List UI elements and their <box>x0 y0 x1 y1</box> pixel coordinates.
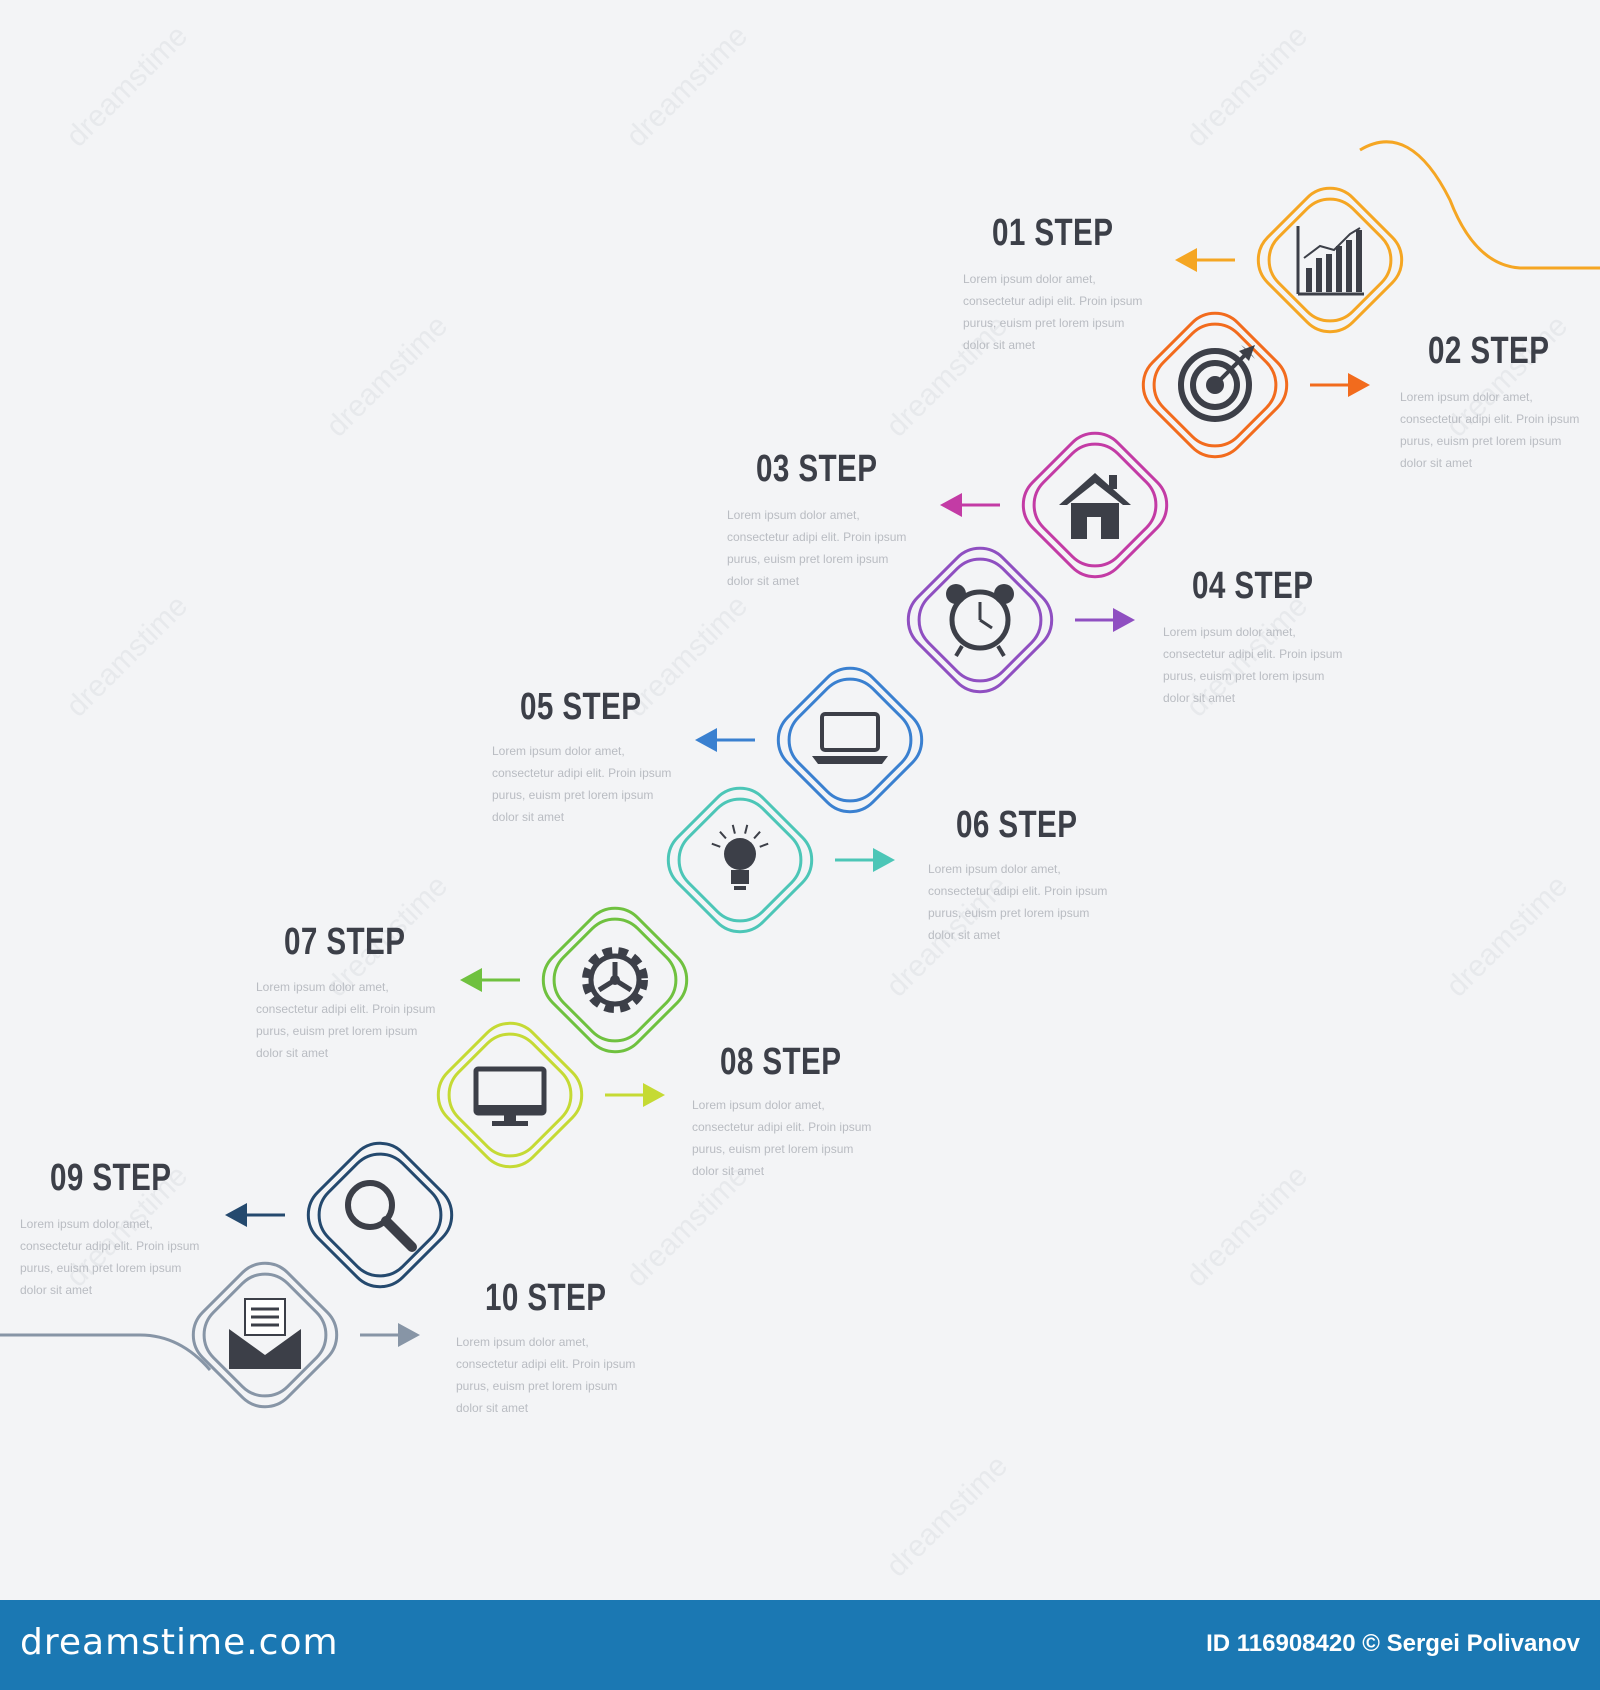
step-arrow-2 <box>1310 373 1370 397</box>
step-outer-frame-8 <box>436 1021 584 1169</box>
step-title-9: 09 STEP <box>50 1157 172 1199</box>
step-node-10[interactable] <box>191 1261 339 1409</box>
step-node-2[interactable] <box>1141 311 1289 459</box>
home-icon <box>1059 473 1131 539</box>
step-arrow-4 <box>1075 608 1135 632</box>
step-node-8[interactable] <box>436 1021 584 1169</box>
exit-line <box>0 1333 212 1371</box>
step-outer-frame-7 <box>541 906 689 1054</box>
step-outer-frame-4 <box>906 546 1054 694</box>
step-outer-frame-5 <box>776 666 924 814</box>
footer-credit: ID 116908420 © Sergei Polivanov <box>1206 1630 1580 1657</box>
step-title-4: 04 STEP <box>1192 565 1314 607</box>
step-description-8: Lorem ipsum dolor amet, consectetur adip… <box>692 1098 872 1178</box>
step-title-8: 08 STEP <box>720 1041 842 1083</box>
step-description-2: Lorem ipsum dolor amet, consectetur adip… <box>1400 390 1580 470</box>
step-node-7[interactable] <box>541 906 689 1054</box>
steps-diagram <box>0 140 1600 1409</box>
step-outer-frame-1 <box>1256 186 1404 334</box>
step-description-7: Lorem ipsum dolor amet, consectetur adip… <box>256 980 436 1060</box>
step-node-5[interactable] <box>776 666 924 814</box>
step-description-1: Lorem ipsum dolor amet, consectetur adip… <box>963 272 1143 352</box>
step-node-1[interactable] <box>1256 186 1404 334</box>
step-arrow-3 <box>940 493 1000 517</box>
step-title-5: 05 STEP <box>520 686 642 728</box>
step-arrow-5 <box>695 728 755 752</box>
step-arrow-1 <box>1175 248 1235 272</box>
step-title-6: 06 STEP <box>956 804 1078 846</box>
bar-chart-icon <box>1296 226 1364 296</box>
step-node-4[interactable] <box>906 546 1054 694</box>
step-arrow-8 <box>605 1083 665 1107</box>
monitor-icon <box>473 1066 547 1126</box>
step-outer-frame-2 <box>1141 311 1289 459</box>
alarm-clock-icon <box>946 584 1014 658</box>
step-description-3: Lorem ipsum dolor amet, consectetur adip… <box>727 508 907 588</box>
magnifier-icon <box>345 1180 417 1252</box>
step-arrow-10 <box>360 1323 420 1347</box>
light-bulb-icon <box>711 824 769 890</box>
step-node-3[interactable] <box>1021 431 1169 579</box>
step-outer-frame-9 <box>306 1141 454 1289</box>
footer-brand[interactable]: dreamstime.com <box>20 1622 339 1663</box>
step-node-6[interactable] <box>666 786 814 934</box>
entry-line <box>1359 140 1600 270</box>
step-outer-frame-3 <box>1021 431 1169 579</box>
step-arrow-6 <box>835 848 895 872</box>
step-description-9: Lorem ipsum dolor amet, consectetur adip… <box>20 1217 200 1297</box>
step-description-6: Lorem ipsum dolor amet, consectetur adip… <box>928 862 1108 942</box>
step-outer-frame-6 <box>666 786 814 934</box>
step-outer-frame-10 <box>191 1261 339 1409</box>
step-node-9[interactable] <box>306 1141 454 1289</box>
laptop-icon <box>812 712 888 764</box>
envelope-icon <box>229 1298 301 1369</box>
step-description-10: Lorem ipsum dolor amet, consectetur adip… <box>456 1335 636 1415</box>
target-icon <box>1178 345 1255 422</box>
step-title-10: 10 STEP <box>485 1277 607 1319</box>
step-title-7: 07 STEP <box>284 921 406 963</box>
step-description-4: Lorem ipsum dolor amet, consectetur adip… <box>1163 625 1343 705</box>
step-arrow-9 <box>225 1203 285 1227</box>
step-title-3: 03 STEP <box>756 448 878 490</box>
step-title-2: 02 STEP <box>1428 330 1550 372</box>
step-arrow-7 <box>460 968 520 992</box>
step-description-5: Lorem ipsum dolor amet, consectetur adip… <box>492 744 672 824</box>
step-title-1: 01 STEP <box>992 212 1114 254</box>
footer-bar: dreamstime.com ID 116908420 © Sergei Pol… <box>0 1600 1600 1690</box>
gear-icon <box>582 947 648 1013</box>
